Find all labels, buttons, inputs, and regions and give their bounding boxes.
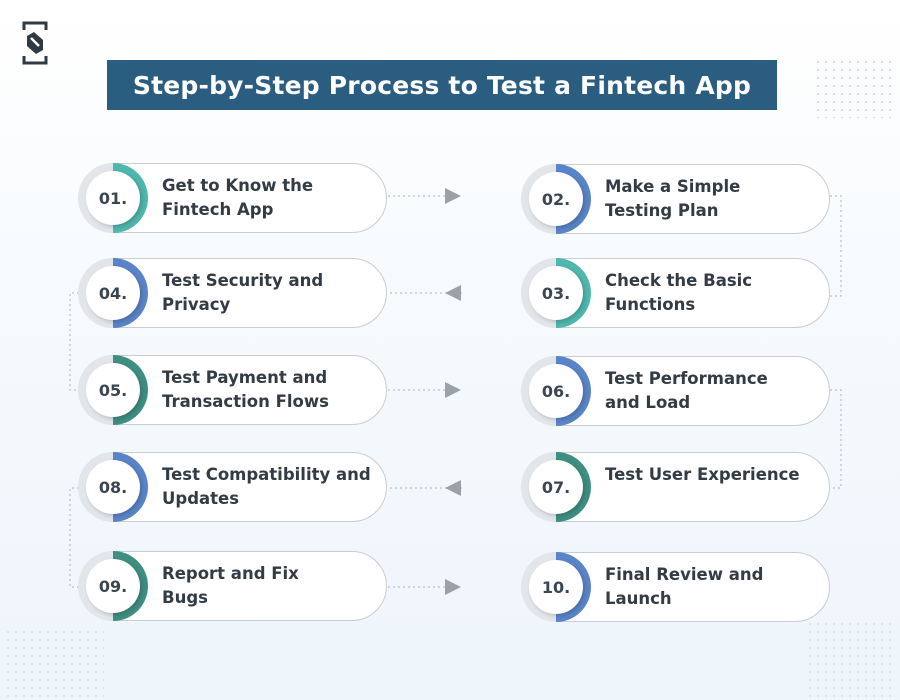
step-number: 09. bbox=[86, 559, 140, 613]
step-label-line: Bugs bbox=[162, 588, 208, 607]
step-label: Test Performance and Load bbox=[605, 367, 815, 415]
step-number-ring: 01. bbox=[78, 163, 148, 233]
arrow-right-icon bbox=[445, 579, 461, 595]
arrow-left-icon bbox=[445, 480, 461, 496]
arrow-left-icon bbox=[445, 285, 461, 301]
step-label: Test User Experience bbox=[605, 463, 815, 487]
step-label: Test Security and Privacy bbox=[162, 269, 372, 317]
step-label: Get to Know the Fintech App bbox=[162, 174, 372, 222]
step-label-line: Functions bbox=[605, 295, 696, 314]
step-05: 05. Test Payment and Transaction Flows bbox=[78, 355, 387, 425]
step-03: 03. Check the Basic Functions bbox=[521, 258, 830, 328]
step-label-line: Final Review and bbox=[605, 565, 764, 584]
brand-logo-icon bbox=[22, 21, 48, 65]
step-label: Report and Fix Bugs bbox=[162, 562, 372, 610]
step-label-line: Test Security and bbox=[162, 271, 324, 290]
step-label-line: Launch bbox=[605, 589, 672, 608]
step-number: 05. bbox=[86, 363, 140, 417]
step-label-line: Test User Experience bbox=[605, 465, 800, 484]
step-label-line: Fintech App bbox=[162, 200, 274, 219]
step-10: 10. Final Review and Launch bbox=[521, 552, 830, 622]
step-label-line: Privacy bbox=[162, 295, 231, 314]
decorative-dots bbox=[806, 620, 896, 698]
step-label-line: Updates bbox=[162, 489, 240, 508]
step-label-line: Make a Simple bbox=[605, 177, 741, 196]
step-08: 08. Test Compatibility and Updates bbox=[78, 452, 387, 522]
step-label: Test Compatibility and Updates bbox=[162, 463, 372, 511]
arrow-right-icon bbox=[445, 382, 461, 398]
step-02: 02. Make a Simple Testing Plan bbox=[521, 164, 830, 234]
step-number: 07. bbox=[529, 460, 583, 514]
step-number-ring: 08. bbox=[78, 452, 148, 522]
step-number: 03. bbox=[529, 266, 583, 320]
page-title: Step-by-Step Process to Test a Fintech A… bbox=[107, 60, 777, 110]
step-label: Check the Basic Functions bbox=[605, 269, 815, 317]
step-07: 07. Test User Experience bbox=[521, 452, 830, 522]
step-number: 08. bbox=[86, 460, 140, 514]
step-label-line: Test Compatibility and bbox=[162, 465, 371, 484]
step-label-line: Transaction Flows bbox=[162, 392, 329, 411]
step-number: 06. bbox=[529, 364, 583, 418]
step-number-ring: 06. bbox=[521, 356, 591, 426]
decorative-dots bbox=[4, 628, 104, 698]
step-number: 02. bbox=[529, 172, 583, 226]
step-label-line: and Load bbox=[605, 393, 691, 412]
step-number-ring: 04. bbox=[78, 258, 148, 328]
step-label-line: Report and Fix bbox=[162, 564, 299, 583]
step-label-line: Test Payment and bbox=[162, 368, 328, 387]
step-label: Test Payment and Transaction Flows bbox=[162, 366, 372, 414]
step-06: 06. Test Performance and Load bbox=[521, 356, 830, 426]
arrow-right-icon bbox=[445, 188, 461, 204]
step-number: 10. bbox=[529, 560, 583, 614]
step-number-ring: 02. bbox=[521, 164, 591, 234]
step-number-ring: 05. bbox=[78, 355, 148, 425]
step-label: Final Review and Launch bbox=[605, 563, 815, 611]
step-09: 09. Report and Fix Bugs bbox=[78, 551, 387, 621]
step-04: 04. Test Security and Privacy bbox=[78, 258, 387, 328]
step-number: 04. bbox=[86, 266, 140, 320]
step-number-ring: 03. bbox=[521, 258, 591, 328]
step-label: Make a Simple Testing Plan bbox=[605, 175, 815, 223]
step-number-ring: 10. bbox=[521, 552, 591, 622]
step-label-line: Check the Basic bbox=[605, 271, 753, 290]
step-number-ring: 07. bbox=[521, 452, 591, 522]
step-number-ring: 09. bbox=[78, 551, 148, 621]
step-number: 01. bbox=[86, 171, 140, 225]
step-01: 01. Get to Know the Fintech App bbox=[78, 163, 387, 233]
decorative-dots bbox=[814, 58, 892, 118]
step-label-line: Get to Know the bbox=[162, 176, 314, 195]
step-label-line: Testing Plan bbox=[605, 201, 719, 220]
step-label-line: Test Performance bbox=[605, 369, 768, 388]
